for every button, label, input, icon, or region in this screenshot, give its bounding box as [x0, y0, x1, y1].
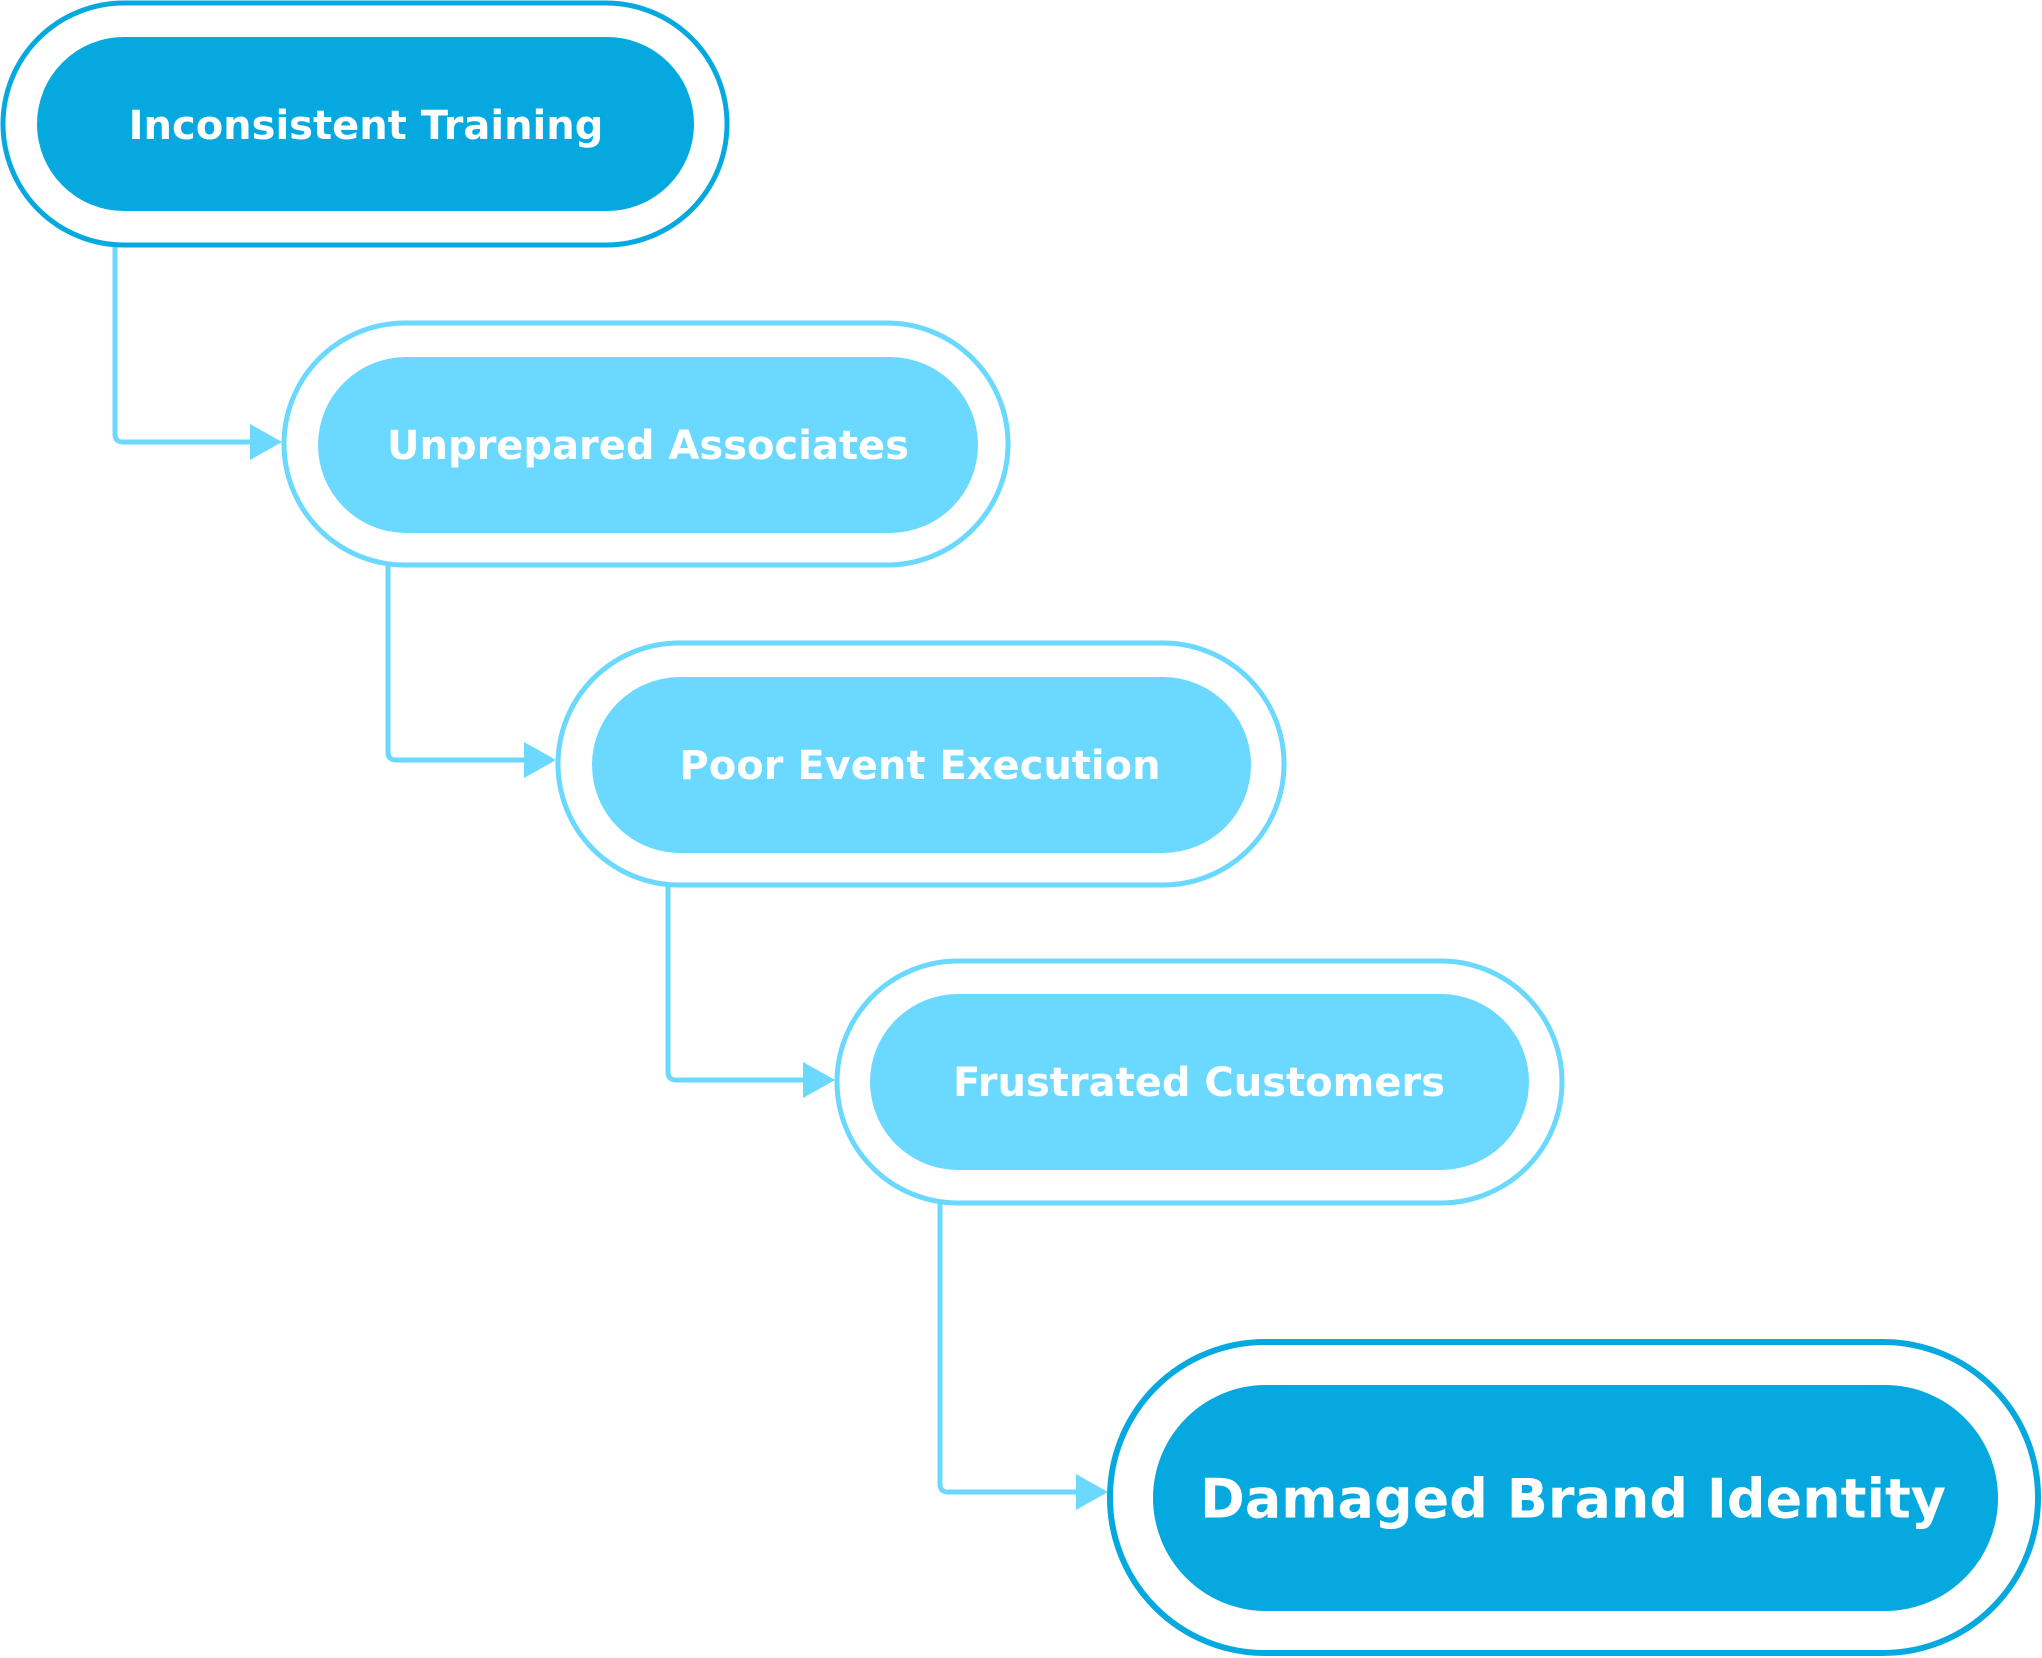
- node-poor-event-execution: Poor Event Execution: [555, 640, 1287, 888]
- node-inconsistent-training: Inconsistent Training: [0, 0, 730, 248]
- arrow-head-2: [524, 742, 556, 778]
- node-damaged-brand-identity: Damaged Brand Identity: [1107, 1339, 2041, 1656]
- node-pill: [592, 677, 1251, 853]
- connector-1: [112, 246, 282, 460]
- node-label: Poor Event Execution: [679, 743, 1160, 789]
- node-label: Unprepared Associates: [387, 423, 909, 469]
- connector-2: [385, 565, 556, 778]
- node-label: Inconsistent Training: [129, 103, 604, 149]
- node-pill: [318, 357, 978, 533]
- connector-4: [937, 1203, 1108, 1510]
- arrow-head-1: [250, 424, 282, 460]
- node-label: Frustrated Customers: [953, 1060, 1445, 1106]
- arrow-head-4: [1076, 1474, 1108, 1510]
- connector-3: [665, 885, 835, 1098]
- node-pill: [37, 37, 694, 211]
- node-pill: [1153, 1385, 1998, 1611]
- node-unprepared-associates: Unprepared Associates: [281, 320, 1011, 568]
- node-label: Damaged Brand Identity: [1200, 1468, 1946, 1531]
- node-pill: [870, 994, 1529, 1170]
- node-frustrated-customers: Frustrated Customers: [834, 958, 1565, 1206]
- arrow-head-3: [803, 1062, 835, 1098]
